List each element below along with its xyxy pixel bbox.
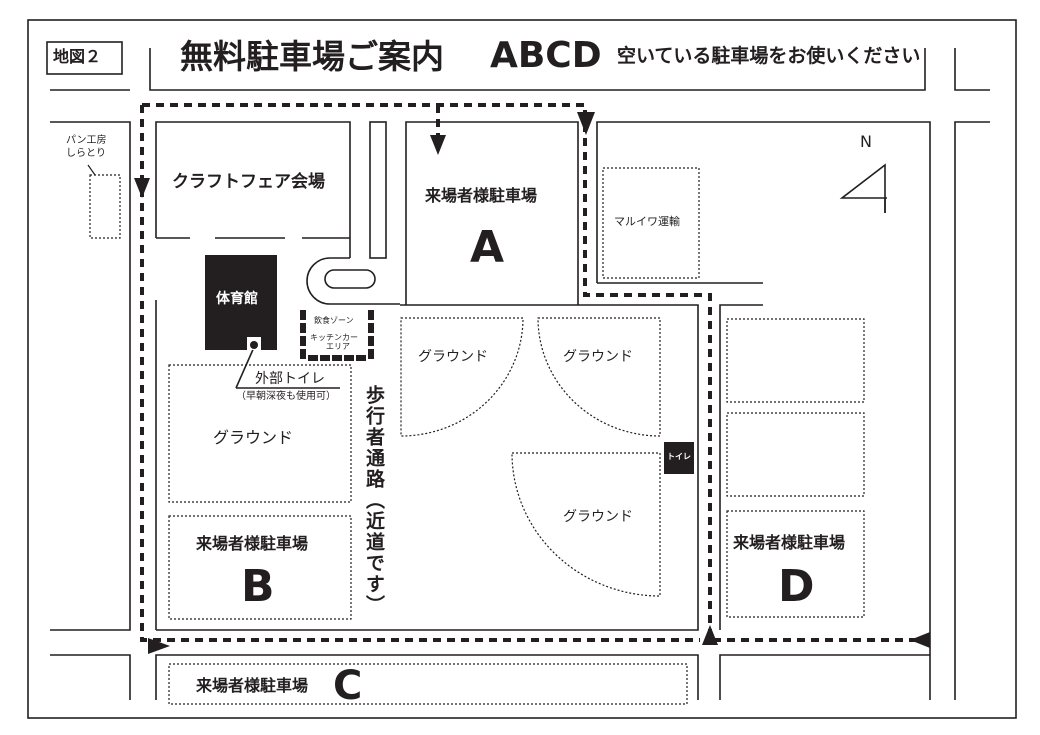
toilet-building [664,442,694,474]
ground-label-1: グラウンド [418,349,488,365]
parking-c-letter: C [333,663,363,709]
arrow-down-icon [577,112,595,135]
arrow-down-icon [134,178,150,198]
arrow-right-icon [148,638,170,654]
parking-d-letter: D [778,561,815,612]
map-border [27,19,1017,719]
arrow-down-icon [430,135,446,155]
map-number-box [46,41,123,75]
ground-label-2: グラウンド [563,349,633,365]
gym-label: 体育館 [216,291,258,307]
toilet-label: トイレ [667,452,691,461]
gym-building [205,255,277,350]
arrow-left-icon [910,632,930,648]
arrow-up-icon [702,625,718,645]
compass-icon [839,163,887,213]
ground-label-3: グラウンド [563,509,633,525]
parking-b-area [168,515,352,620]
kitchen-car-label-2: エリア [326,342,350,351]
outdoor-toilet-note: （早朝深夜も使用可） [236,391,336,402]
bakery-label-2: しらとり [66,148,106,159]
parking-b-letter: B [241,561,275,612]
parking-c-area [168,663,688,705]
compass-north: N [860,132,872,151]
kitchen-car-label-1: キッチンカー [310,333,358,342]
food-zone-label: 飲食ゾーン [314,316,354,325]
bakery-label-1: パン工房 [66,135,107,146]
outdoor-toilet-label: 外部トイレ [255,371,325,387]
parking-d-area [726,510,865,618]
route-arrows [134,112,930,654]
parking-a-label: 来場者様駐車場 [425,186,538,205]
parking-d-label: 来場者様駐車場 [733,533,846,552]
walkway-label: 歩行者通路（近道です） [363,385,385,616]
parking-c-label: 来場者様駐車場 [196,676,309,695]
craft-fair-label: クラフトフェア会場 [172,172,325,192]
toilet-dot-icon [250,341,258,349]
map-number: 地図２ [53,47,102,66]
ground-left-area [168,364,352,503]
car-route [140,103,920,642]
title-letters: ABCD [490,35,602,76]
subtitle: 空いている駐車場をお使いください [617,45,921,67]
parking-a-letter: A [470,222,505,273]
parking-b-label: 来場者様駐車場 [196,534,309,553]
page-title: 無料駐車場ご案内 [180,37,444,76]
maruiwa-label: マルイワ運輸 [614,215,680,228]
ground-label-4: グラウンド [213,428,294,447]
